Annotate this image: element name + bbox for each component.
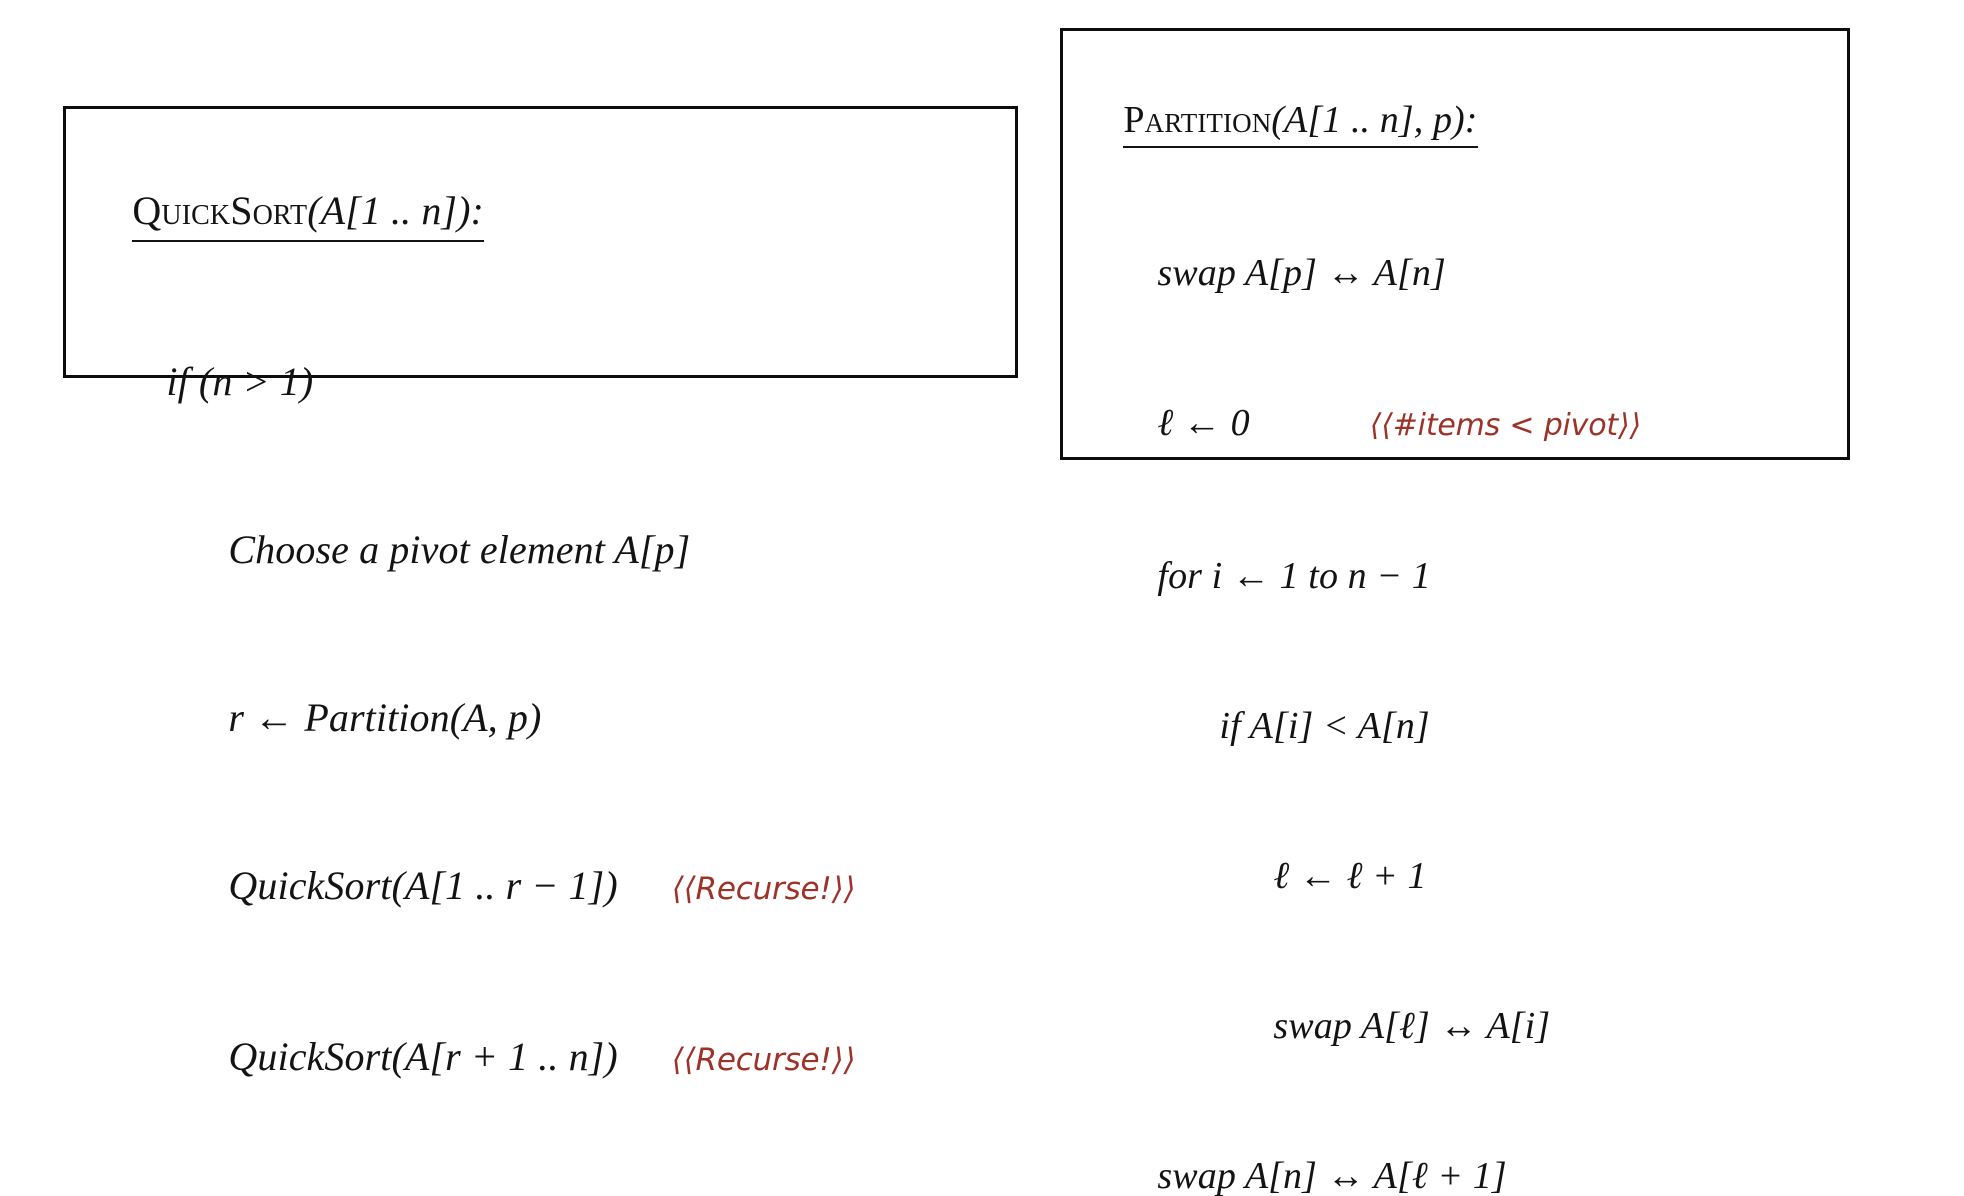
quicksort-line-recurse-left-text: QuickSort(A[1 .. r − 1]): [228, 863, 618, 908]
quicksort-line-if-text: if (n > 1): [166, 359, 314, 404]
quicksort-procedure-signature: (A[1 .. n]):: [307, 188, 484, 233]
partition-line-if: if A[i] < A[n]: [1085, 651, 1847, 801]
quicksort-header-line: QuickSort(A[1 .. n]):: [92, 127, 1015, 298]
quicksort-procedure-header: QuickSort(A[1 .. n]):: [132, 183, 484, 242]
partition-line-for-text: for i ← 1 to n − 1: [1157, 555, 1431, 597]
partition-line-l-assign: ℓ ← 0 ⟨⟨#items < pivot⟩⟩: [1085, 348, 1847, 501]
partition-procedure-signature: (A[1 .. n], p):: [1271, 99, 1478, 141]
quicksort-line-recurse-right-text: QuickSort(A[r + 1 .. n]): [228, 1034, 618, 1079]
quicksort-algorithm-box: QuickSort(A[1 .. n]): if (n > 1) Choose …: [63, 106, 1018, 1079]
quicksort-line-recurse-right: QuickSort(A[r + 1 .. n]) ⟨⟨Recurse!⟩⟩: [92, 973, 1015, 1144]
quicksort-line-partition-call-text: r ← Partition(A, p): [228, 695, 542, 740]
partition-line-swap-p-n-text: swap A[p] ↔ A[n]: [1157, 252, 1446, 294]
partition-line-if-text: if A[i] < A[n]: [1219, 705, 1430, 747]
partition-line-l-increment-text: ℓ ← ℓ + 1: [1273, 855, 1427, 897]
quicksort-note-recurse-right: ⟨⟨Recurse!⟩⟩: [671, 1042, 856, 1078]
quicksort-note-recurse-left: ⟨⟨Recurse!⟩⟩: [671, 871, 856, 907]
partition-algorithm-box: Partition(A[1 .. n], p): swap A[p] ↔ A[n…: [1060, 28, 1850, 1196]
partition-note-items-less-than-pivot: ⟨⟨#items < pivot⟩⟩: [1369, 408, 1641, 443]
partition-header-line: Partition(A[1 .. n], p):: [1085, 45, 1847, 198]
partition-line-swap-l-i: swap A[ℓ] ↔ A[i]: [1085, 951, 1847, 1101]
quicksort-line-if: if (n > 1): [92, 298, 1015, 466]
quicksort-line-recurse-left: QuickSort(A[1 .. r − 1]) ⟨⟨Recurse!⟩⟩: [92, 802, 1015, 973]
quicksort-line-choose-pivot-text: Choose a pivot element A[p]: [228, 527, 691, 572]
partition-line-swap-l-i-text: swap A[ℓ] ↔ A[i]: [1273, 1005, 1551, 1047]
partition-line-swap-n-l1: swap A[n] ↔ A[ℓ + 1]: [1085, 1101, 1847, 1196]
partition-line-l-assign-text: ℓ ← 0: [1157, 402, 1250, 444]
partition-procedure-name: Partition: [1123, 99, 1272, 141]
quicksort-line-partition-call: r ← Partition(A, p): [92, 634, 1015, 802]
partition-line-swap-p-n: swap A[p] ↔ A[n]: [1085, 198, 1847, 348]
quicksort-line-choose-pivot: Choose a pivot element A[p]: [92, 466, 1015, 634]
partition-procedure-header: Partition(A[1 .. n], p):: [1123, 95, 1478, 148]
quicksort-procedure-name: QuickSort: [132, 188, 308, 233]
partition-line-l-increment: ℓ ← ℓ + 1: [1085, 801, 1847, 951]
partition-line-swap-n-l1-text: swap A[n] ↔ A[ℓ + 1]: [1157, 1155, 1507, 1196]
partition-line-for: for i ← 1 to n − 1: [1085, 501, 1847, 651]
